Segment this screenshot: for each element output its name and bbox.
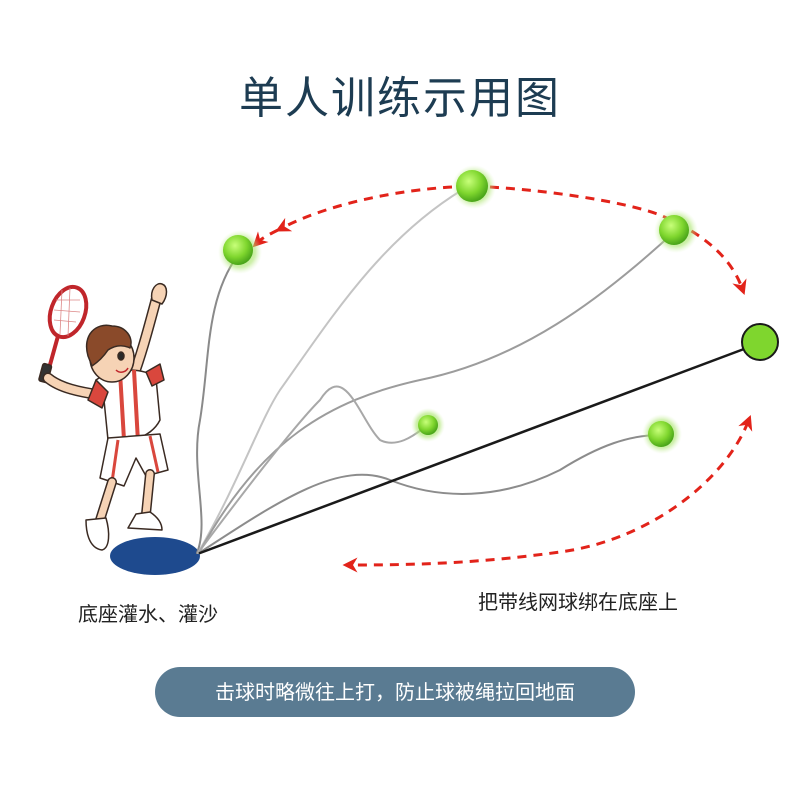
player-illustration [38, 282, 169, 551]
tip-banner: 击球时略微往上打，防止球被绳拉回地面 [155, 667, 635, 717]
racket-icon [38, 284, 89, 384]
arrow-top-arc [489, 185, 747, 296]
string-top-ball [197, 189, 463, 554]
ball-right-top [659, 215, 689, 245]
arrow-top-left [275, 185, 453, 232]
ball-low [648, 421, 674, 447]
tennis-balls [218, 165, 779, 454]
ball-mid [418, 415, 438, 435]
string-low-ball [198, 434, 661, 554]
string-left-ball [196, 254, 239, 554]
string-right-top-ball [198, 232, 674, 554]
ball-taut [741, 323, 779, 361]
page-title: 单人训练示用图 [239, 73, 561, 124]
arrow-top-left-tail [252, 228, 279, 248]
base-label: 底座灌水、灌沙 [78, 602, 218, 626]
ball-left [223, 235, 253, 265]
weighted-base [110, 537, 200, 575]
arrow-right-arc [342, 415, 753, 573]
ball-label: 把带线网球绑在底座上 [478, 590, 678, 614]
motion-arrows [252, 185, 753, 573]
ball-top [456, 170, 488, 202]
string-mid-ball [197, 385, 429, 554]
